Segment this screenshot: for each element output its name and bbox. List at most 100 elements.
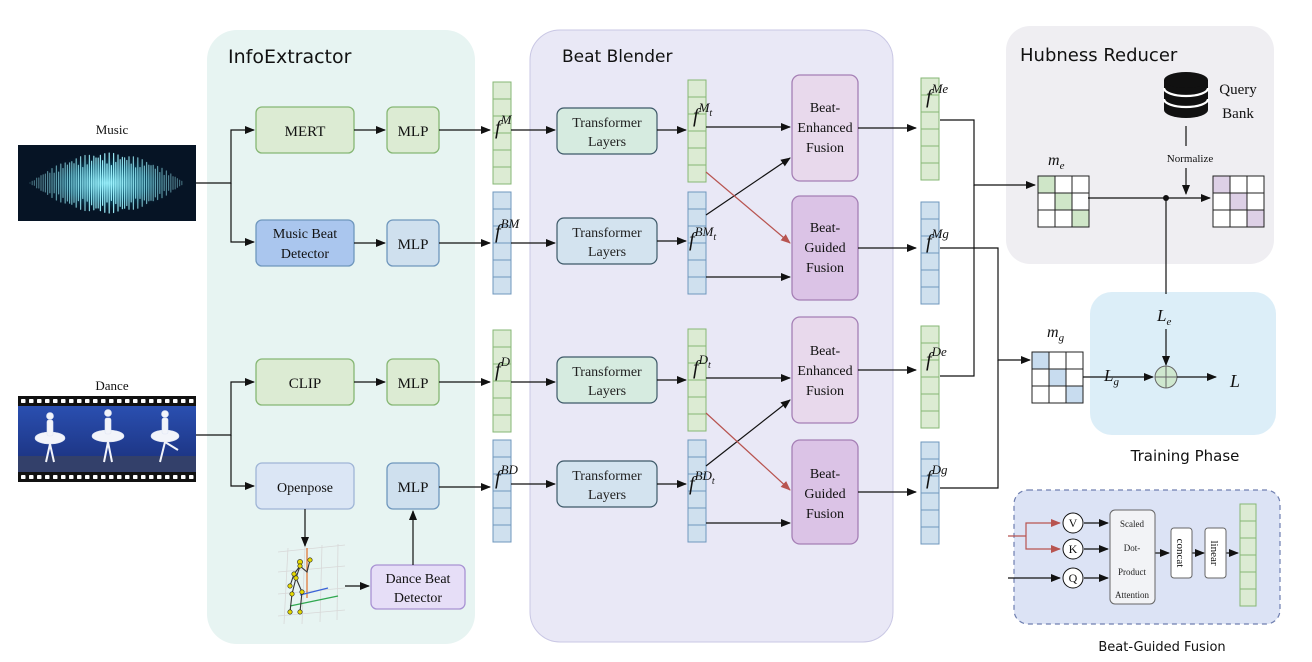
vector-f-BDt [687, 439, 707, 543]
f-BM-label: fBM [495, 216, 521, 243]
f-Mg-label: fMg [926, 226, 949, 253]
normalize-label: Normalize [1167, 153, 1214, 165]
k-node [1062, 538, 1084, 560]
vector-f-Mg [920, 201, 940, 305]
linear-box [1204, 527, 1227, 579]
f-BDt-label: fBDt [689, 468, 715, 495]
m-g-label: mg [1047, 324, 1065, 344]
beat-guided-fusion-caption: Beat-Guided Fusion [1098, 640, 1225, 655]
f-Dg-label: fDg [926, 462, 948, 489]
music-waveform-image [18, 145, 196, 221]
sum-operator-icon [1154, 365, 1178, 389]
beat-guided-fusion-dance-box: Beat- Guided Fusion [791, 439, 859, 545]
f-Me-label: fMe [926, 81, 948, 108]
transformer-dance-box: Transformer Layers [556, 356, 658, 404]
dance-beat-detector-label-2: Detector [394, 591, 443, 606]
vector-f-De [920, 325, 940, 429]
beat-enhanced-fusion-dance-box: Beat- Enhanced Fusion [791, 316, 859, 424]
query-bank-database-icon [1162, 72, 1210, 118]
L-e-label: Le [1156, 306, 1171, 328]
transformer-music-beat-box: Transformer Layers [556, 217, 658, 265]
transformer-dance-beat-label-1: Transformer [572, 469, 642, 484]
bgf-music-label-2: Guided [804, 241, 845, 256]
query-bank-label-2: Bank [1222, 106, 1254, 122]
query-bank-label-1: Query [1219, 82, 1257, 98]
transformer-dance-label-2: Layers [588, 384, 626, 399]
bgf-music-label-3: Fusion [806, 261, 844, 276]
vector-fusion-output [1239, 503, 1257, 607]
attention-label-4: Attention [1115, 590, 1149, 600]
vector-f-Dg [920, 441, 940, 545]
f-D-label: fD [495, 354, 511, 381]
bef-dance-label-3: Fusion [806, 384, 844, 399]
bgf-music-label-1: Beat- [810, 221, 841, 236]
v-node [1062, 512, 1084, 534]
attention-label-1: Scaled [1120, 519, 1144, 529]
transformer-music-label-1: Transformer [572, 116, 642, 131]
pose-skeleton-image [277, 543, 346, 625]
music-beat-detector-label-2: Detector [281, 247, 330, 262]
beat-guided-fusion-music-box: Beat- Guided Fusion [791, 195, 859, 301]
transformer-music-label-2: Layers [588, 135, 626, 150]
mlp-music-label: MLP [398, 124, 429, 140]
q-node-label: Q [1069, 571, 1078, 585]
dance-beat-detector-box [370, 564, 466, 610]
f-Mt-label: fMt [693, 100, 712, 127]
normalized-matrix [1212, 175, 1265, 228]
vector-f-Dt [687, 328, 707, 432]
transformer-dance-beat-label-2: Layers [588, 488, 626, 503]
f-BMt-label: fBMt [689, 224, 716, 251]
vector-f-BMt [687, 191, 707, 295]
vector-f-D [492, 329, 512, 433]
q-node [1062, 567, 1084, 589]
dance-label: Dance [95, 378, 128, 393]
dance-beat-detector-label-1: Dance Beat [386, 572, 451, 587]
music-label: Music [96, 122, 129, 137]
vector-f-BD [492, 439, 512, 543]
vector-f-M [492, 81, 512, 185]
concat-label: concat [1174, 539, 1186, 568]
junction-dot [1163, 195, 1169, 201]
L-g-label: Lg [1103, 366, 1119, 388]
vector-f-Me [920, 77, 940, 181]
bgf-dance-label-2: Guided [804, 487, 845, 502]
linear-label: linear [1208, 540, 1220, 565]
transformer-music-beat-label-2: Layers [588, 245, 626, 260]
vector-f-BM [492, 191, 512, 295]
training-phase-title: Training Phase [1130, 447, 1240, 465]
transformer-music-box: Transformer Layers [556, 107, 658, 155]
scaled-dot-product-attention-box [1109, 509, 1156, 605]
transformer-dance-beat-box: Transformer Layers [556, 460, 658, 508]
bef-music-label-2: Enhanced [797, 121, 852, 136]
mlp-music-beat-label: MLP [398, 237, 429, 253]
m-e-label: me [1048, 152, 1065, 172]
transformer-dance-label-1: Transformer [572, 365, 642, 380]
f-M-label: fM [495, 112, 513, 139]
training-phase-panel [1090, 292, 1276, 435]
bef-dance-label-2: Enhanced [797, 364, 852, 379]
openpose-label: Openpose [277, 481, 333, 496]
attention-label-3: Product [1118, 567, 1146, 577]
beat-blender-title: Beat Blender [562, 47, 672, 67]
bgf-dance-label-1: Beat- [810, 467, 841, 482]
bgf-dance-label-3: Fusion [806, 507, 844, 522]
infoextractor-title: InfoExtractor [228, 46, 352, 68]
dance-filmstrip-image [18, 396, 196, 482]
k-node-label: K [1069, 542, 1078, 556]
mert-label: MERT [285, 124, 326, 140]
bef-music-label-3: Fusion [806, 141, 844, 156]
clip-label: CLIP [289, 376, 322, 392]
attention-label-2: Dot- [1124, 543, 1141, 553]
L-total-label: L [1229, 371, 1240, 391]
bef-music-label-1: Beat- [810, 101, 841, 116]
mlp-dance-label: MLP [398, 376, 429, 392]
similarity-matrix-mg [1031, 351, 1084, 404]
transformer-music-beat-label-1: Transformer [572, 226, 642, 241]
vector-f-Mt [687, 79, 707, 183]
music-beat-detector-label-1: Music Beat [273, 227, 337, 242]
similarity-matrix-me [1037, 175, 1090, 228]
bef-dance-label-1: Beat- [810, 344, 841, 359]
concat-box [1170, 527, 1193, 579]
mlp-dance-beat-box [386, 462, 440, 510]
